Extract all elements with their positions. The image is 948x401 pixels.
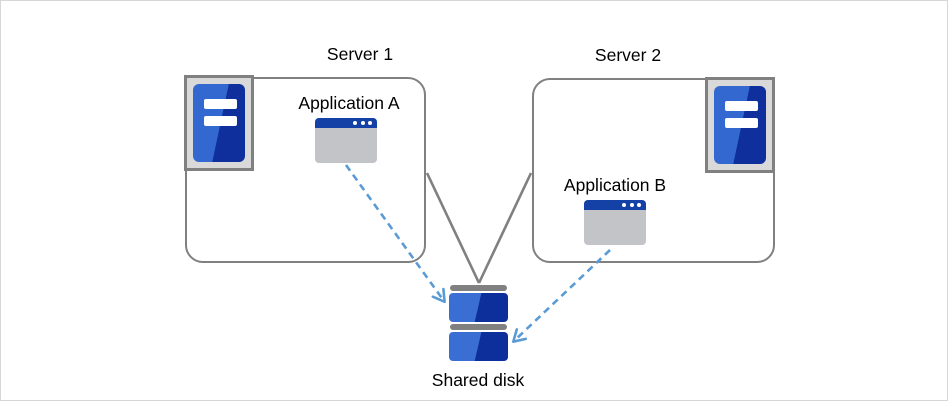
disk-body: [449, 293, 508, 322]
window-dots-icon: [622, 203, 641, 207]
disk-cap: [450, 324, 507, 330]
edge-server1-disk: [425, 172, 481, 284]
disk-body: [449, 332, 508, 361]
edge-server2-disk: [477, 172, 533, 284]
window-titlebar: [315, 118, 377, 128]
server2-label: Server 2: [594, 45, 662, 65]
server2-icon: [705, 77, 775, 173]
window-dots-icon: [353, 121, 372, 125]
application-b-label: Application B: [563, 175, 667, 195]
edge-appB-disk-arrow: [511, 249, 611, 343]
shared-disk-label: Shared disk: [431, 370, 525, 390]
window-titlebar: [584, 200, 646, 210]
application-b-window-icon: [584, 200, 646, 245]
disk-cap: [450, 285, 507, 291]
server-tower-shape: [714, 86, 766, 164]
server-tower-shape: [193, 84, 245, 162]
server1-label: Server 1: [326, 44, 394, 64]
shared-disk-icon: [449, 285, 508, 361]
application-a-label: Application A: [298, 93, 400, 113]
application-a-window-icon: [315, 118, 377, 163]
server1-icon: [184, 75, 254, 171]
